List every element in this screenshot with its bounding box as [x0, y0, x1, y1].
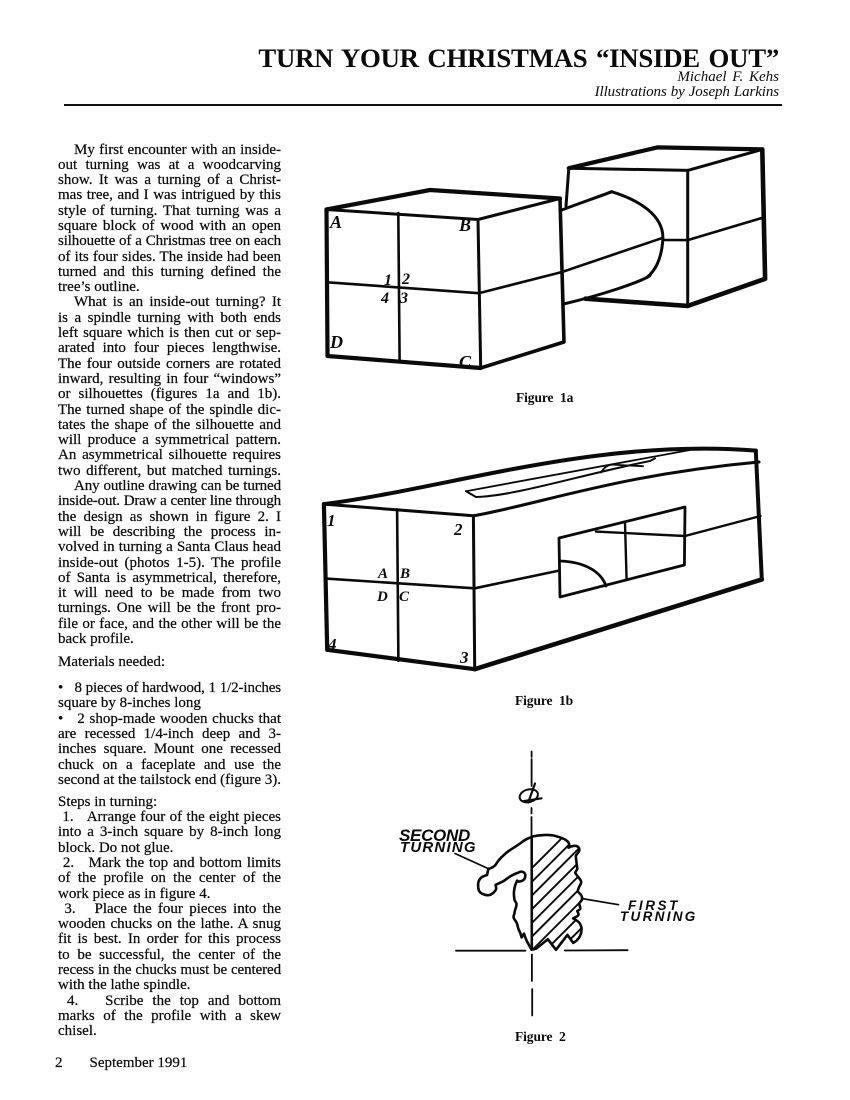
svg-text:D: D [329, 332, 343, 352]
svg-text:4: 4 [327, 635, 337, 654]
svg-text:A: A [377, 566, 388, 582]
svg-text:B: B [399, 566, 410, 582]
svg-text:2: 2 [401, 271, 410, 288]
svg-text:C: C [459, 352, 472, 372]
svg-text:C: C [399, 589, 410, 605]
svg-text:A: A [329, 212, 342, 232]
svg-text:2: 2 [453, 520, 463, 539]
svg-text:B: B [458, 215, 471, 235]
svg-text:D: D [376, 589, 388, 605]
svg-text:3: 3 [399, 290, 408, 307]
svg-text:3: 3 [459, 648, 469, 667]
svg-text:1: 1 [384, 272, 392, 289]
svg-text:1: 1 [327, 511, 336, 530]
svg-text:4: 4 [380, 290, 389, 307]
